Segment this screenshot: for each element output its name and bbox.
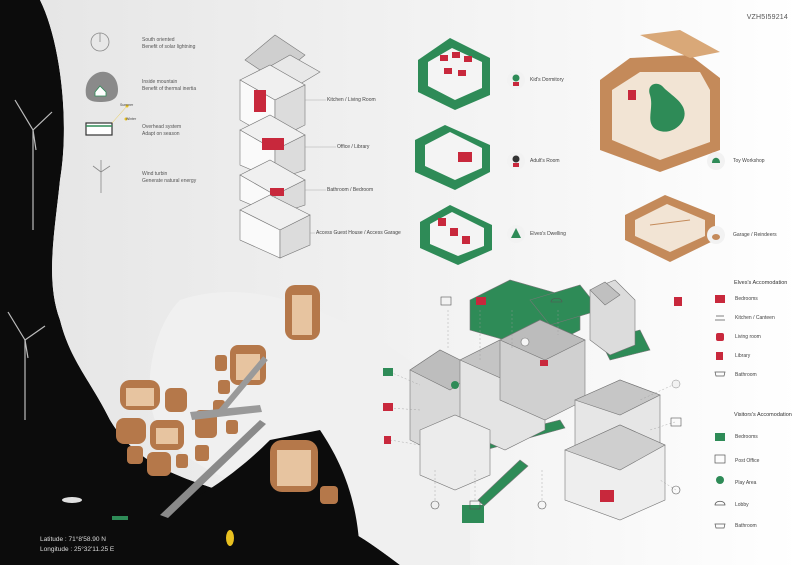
legend-elves-bathroom: Bathroom	[735, 372, 757, 378]
adults-room-icon	[507, 152, 525, 170]
mountain-shade	[149, 291, 470, 565]
feature-line-2: Adapt on season	[142, 130, 180, 137]
elves-dwelling-label: Elves's Dwelling	[530, 231, 566, 237]
legend-visitors-play-area: Play Area	[735, 480, 757, 486]
winter-label: Winter	[126, 117, 137, 121]
floor-leaders	[305, 99, 336, 234]
longitude-text: Longitude : 25°32'11.25 E	[40, 546, 115, 553]
mountain-icon	[85, 71, 118, 102]
feature-overhead-system: Overhead system Adapt on season	[142, 124, 181, 137]
overhead-system-icon	[85, 104, 129, 136]
legend-visitors-lobby: Lobby	[735, 502, 749, 508]
visitors-legend-title: Visitors's Accomodation	[734, 412, 792, 418]
garage-reindeers-model	[625, 195, 715, 262]
complex-callout-icons	[383, 296, 682, 510]
legend-elves-bedrooms: Bedrooms	[735, 296, 758, 302]
kids-dormitory-model	[418, 38, 490, 110]
feature-line-2: Benefit of solar lightning	[142, 43, 196, 50]
feature-inside-mountain: Inside mountain Benefit of thermal inert…	[142, 79, 196, 92]
adults-room-model	[415, 125, 490, 190]
garage-reindeers-label: Garage / Reindeers	[733, 232, 777, 238]
wind-turbine-1	[14, 99, 53, 230]
reindeer-icon	[707, 226, 725, 244]
feature-line-1: Inside mountain	[142, 79, 178, 85]
legend-elves-kitchen: Kitchen / Canteen	[735, 315, 775, 321]
sea	[0, 0, 400, 565]
boat-1	[62, 497, 82, 503]
sun-orientation-icon	[90, 32, 110, 52]
legend-visitors-bedrooms: Bedrooms	[735, 434, 758, 440]
project-code: VZH5I59214	[746, 14, 788, 21]
feature-line-1: South oriented	[142, 37, 175, 43]
toy-workshop-icon	[707, 152, 725, 170]
floor-kitchen-label: Kitchen / Living Room	[327, 97, 376, 103]
floor-access-label: Access Guest House / Access Garage	[316, 230, 401, 236]
feature-line-1: Wind turbin	[142, 171, 168, 177]
feature-line-2: Benefit of thermal inertia	[142, 85, 197, 92]
cliff-house-windows	[126, 295, 312, 486]
feature-line-2: Generate natural energy	[142, 177, 197, 184]
legend-visitors-bathroom: Bathroom	[735, 523, 757, 529]
kids-dormitory-label: Kid's Dormitory	[530, 77, 564, 83]
adults-room-label: Adult's Room	[530, 158, 560, 164]
kids-dormitory-icon	[507, 71, 525, 89]
wind-turbine-2	[7, 311, 46, 420]
summer-label: Summer	[120, 103, 134, 107]
legend-elves-living: Living room	[735, 334, 761, 340]
toy-workshop-label: Toy Workshop	[733, 158, 765, 164]
feature-south-oriented: South oriented Benefit of solar lightnin…	[142, 37, 195, 50]
feature-line-1: Overhead system	[142, 124, 182, 130]
legend-icons	[714, 295, 726, 529]
feature-wind-turbin: Wind turbin Generate natural energy	[142, 171, 196, 184]
exploded-axonometry	[239, 34, 321, 259]
main-complex	[409, 279, 666, 523]
floor-bathroom-label: Bathroom / Bedroom	[327, 187, 374, 193]
legend-elves-library: Library	[735, 353, 751, 359]
latitude-text: Latitude : 71°8'58.90 N	[40, 536, 106, 543]
wind-turbine-icon	[92, 160, 111, 193]
boat-2	[112, 516, 128, 520]
floor-office-label: Office / Library	[337, 144, 370, 150]
elves-legend-title: Elves's Accomodation	[734, 280, 788, 286]
boat-3	[226, 530, 234, 546]
pier	[160, 356, 268, 518]
elves-dwelling-icon	[507, 225, 525, 243]
toy-workshop-model	[600, 30, 720, 172]
legend-visitors-post-office: Post Office	[735, 458, 760, 464]
elves-dwelling-model	[420, 205, 492, 265]
